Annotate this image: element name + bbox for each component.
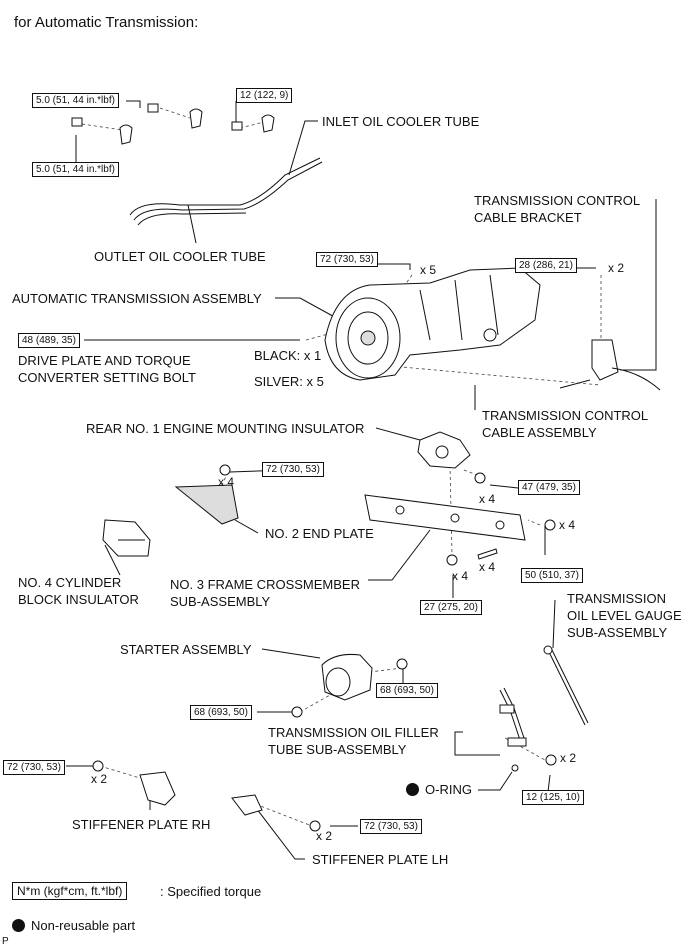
oil-cooler-bracket-parts	[71, 103, 275, 145]
qty-cable-bracket: x 2	[608, 261, 625, 275]
qty-end-plate: x 4	[218, 475, 235, 489]
legend-torque-text: : Specified torque	[160, 884, 262, 899]
crossmember-part	[364, 494, 526, 541]
label-cable-bracket-line2: CABLE BRACKET	[474, 210, 582, 225]
torque-box-stiffener-lh: 72 (730, 53)	[360, 819, 422, 834]
label-end-plate: NO. 2 END PLATE	[265, 526, 374, 541]
label-o-ring: O-RING	[406, 782, 472, 797]
torque-box-filler-tube: 12 (125, 10)	[522, 790, 584, 805]
label-cable-assembly-line1: TRANSMISSION CONTROL	[482, 408, 649, 423]
label-cable-assembly-line2: CABLE ASSEMBLY	[482, 425, 597, 440]
qty-trans-top: x 5	[420, 263, 437, 277]
torque-box-trans-top: 72 (730, 53)	[316, 252, 378, 267]
label-crossmember-line2: SUB-ASSEMBLY	[170, 594, 271, 609]
qty-stiffener-rh: x 2	[91, 772, 108, 786]
torque-box-crossmember-right: 50 (510, 37)	[521, 568, 583, 583]
label-outlet-oil-cooler-tube: OUTLET OIL COOLER TUBE	[94, 249, 266, 264]
label-gauge-line1: TRANSMISSION	[567, 591, 666, 606]
oil-cooler-tubes	[129, 157, 323, 226]
gauge-part	[543, 645, 589, 726]
label-gauge-line2: OIL LEVEL GAUGE	[567, 608, 682, 623]
fasteners-crossmember	[219, 464, 556, 566]
label-cable-bracket-line1: TRANSMISSION CONTROL	[474, 193, 641, 208]
figure-mark: P	[2, 936, 9, 947]
label-cylinder-insulator-line2: BLOCK INSULATOR	[18, 592, 139, 607]
torque-box-cable-bracket: 28 (286, 21)	[515, 258, 577, 273]
o-ring-text: O-RING	[425, 782, 472, 797]
filler-tube-part	[499, 687, 557, 772]
qty-crossmember-right: x 4	[559, 518, 576, 532]
stiffener-parts	[92, 760, 321, 832]
legend-nonreusable-text: Non-reusable part	[31, 918, 136, 933]
label-filler-tube-line1: TRANSMISSION OIL FILLER	[268, 725, 439, 740]
label-at-assembly: AUTOMATIC TRANSMISSION ASSEMBLY	[12, 291, 262, 306]
torque-box-starter-left: 68 (693, 50)	[190, 705, 252, 720]
legend-dot-icon	[12, 919, 25, 932]
qty-filler-tube: x 2	[560, 751, 577, 765]
non-reusable-dot-icon	[406, 783, 419, 796]
torque-box-bracket-a: 5.0 (51, 44 in.*lbf)	[32, 93, 119, 108]
torque-box-drive-plate: 48 (489, 35)	[18, 333, 80, 348]
label-black-bolts: BLACK: x 1	[254, 348, 322, 363]
label-cylinder-insulator-line1: NO. 4 CYLINDER	[18, 575, 122, 590]
page-title: for Automatic Transmission:	[14, 14, 199, 31]
label-stiffener-lh: STIFFENER PLATE LH	[312, 852, 449, 867]
label-crossmember-line1: NO. 3 FRAME CROSSMEMBER	[170, 577, 360, 592]
legend-torque-box: N*m (kgf*cm, ft.*lbf)	[12, 882, 128, 900]
starter-part	[291, 654, 408, 718]
label-inlet-oil-cooler-tube: INLET OIL COOLER TUBE	[322, 114, 480, 129]
label-drive-plate-line2: CONVERTER SETTING BOLT	[18, 370, 196, 385]
legend-nonreusable: Non-reusable part	[12, 918, 135, 933]
qty-stiffener-lh: x 2	[316, 829, 333, 843]
label-rear-mount-insulator: REAR NO. 1 ENGINE MOUNTING INSULATOR	[86, 421, 365, 436]
torque-box-end-plate: 72 (730, 53)	[262, 462, 324, 477]
leader-lines	[66, 100, 657, 860]
label-filler-tube-line2: TUBE SUB-ASSEMBLY	[268, 742, 407, 757]
end-plate-part	[174, 484, 239, 525]
label-silver-bolts: SILVER: x 5	[254, 374, 324, 389]
torque-box-stiffener-rh: 72 (730, 53)	[3, 760, 65, 775]
torque-box-clamp: 12 (122, 9)	[236, 88, 293, 103]
label-starter-assembly: STARTER ASSEMBLY	[120, 642, 252, 657]
qty-crossmember-bottom: x 4	[452, 569, 469, 583]
cable-bracket-part	[559, 339, 661, 391]
label-gauge-line3: SUB-ASSEMBLY	[567, 625, 668, 640]
qty-crossmember-mid: x 4	[479, 560, 496, 574]
cylinder-insulator-part	[102, 519, 151, 557]
torque-box-starter-top: 68 (693, 50)	[376, 683, 438, 698]
qty-mount-insulator: x 4	[479, 492, 496, 506]
torque-box-bracket-b: 5.0 (51, 44 in.*lbf)	[32, 162, 119, 177]
torque-box-crossmember-bottom: 27 (275, 20)	[420, 600, 482, 615]
torque-box-mount-insulator: 47 (479, 35)	[518, 480, 580, 495]
label-stiffener-rh: STIFFENER PLATE RH	[72, 817, 211, 832]
transmission-body	[324, 267, 541, 381]
label-drive-plate-line1: DRIVE PLATE AND TORQUE	[18, 353, 191, 368]
mount-insulator-part	[417, 431, 471, 469]
